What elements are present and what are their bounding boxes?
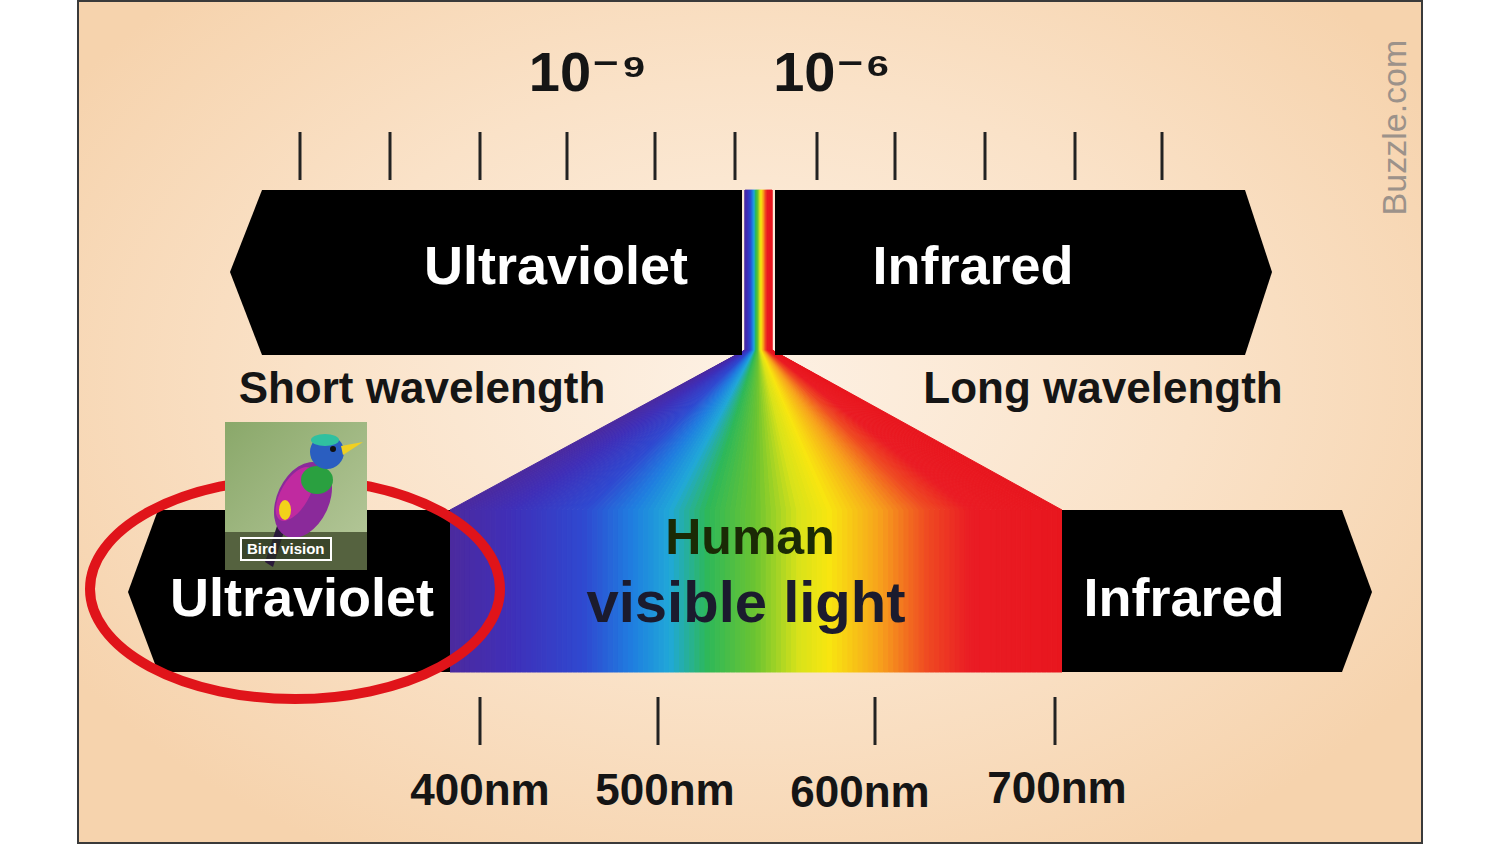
bird-beak — [341, 442, 363, 455]
wavelength-note: Short wavelength — [239, 363, 606, 414]
photo-ground — [225, 422, 367, 570]
band-outline — [230, 190, 742, 355]
nm-label: 600nm — [790, 767, 929, 818]
caption-text: Bird vision — [247, 539, 325, 559]
scale-tick — [894, 132, 897, 180]
scale-tick — [816, 132, 819, 180]
nm-label: 700nm — [987, 763, 1126, 814]
band-segment: Infrared — [775, 190, 1272, 355]
wavelength-note: Long wavelength — [923, 363, 1282, 414]
visible-band: Humanvisible light — [450, 510, 1062, 672]
band-outline — [1062, 510, 1372, 672]
band-segment: Ultraviolet — [230, 190, 742, 355]
scale-tick — [657, 697, 660, 745]
scale-tick — [874, 697, 877, 745]
nm-label: 400nm — [410, 765, 549, 816]
photo-strip — [225, 532, 367, 570]
scale-tick — [654, 132, 657, 180]
bird-eye — [330, 446, 336, 452]
band-label: Infrared — [1083, 566, 1284, 628]
scale-exponent: 10⁻⁶ — [773, 40, 891, 104]
band-label: Human — [665, 509, 834, 567]
band-label: Ultraviolet — [170, 566, 434, 628]
band-outline — [775, 190, 1272, 355]
bird-patch — [279, 500, 291, 520]
bird-crown — [311, 434, 339, 446]
band-label: Infrared — [872, 234, 1073, 296]
scale-tick — [1074, 132, 1077, 180]
bird-head — [310, 435, 344, 469]
scale-tick — [389, 132, 392, 180]
band-label: visible light — [586, 569, 905, 636]
scale-exponent: 10⁻⁹ — [529, 40, 647, 104]
scale-tick — [566, 132, 569, 180]
scale-tick — [479, 697, 482, 745]
scale-tick — [734, 132, 737, 180]
scale-tick — [984, 132, 987, 180]
band-label: Ultraviolet — [424, 234, 688, 296]
bird-breast — [301, 466, 333, 494]
scale-tick — [1054, 697, 1057, 745]
watermark: Buzzle.com — [1375, 40, 1414, 216]
band-segment: Infrared — [1062, 510, 1372, 672]
scale-tick — [479, 132, 482, 180]
scale-tick — [1161, 132, 1164, 180]
scale-tick — [299, 132, 302, 180]
photo-caption-box: Bird vision — [240, 537, 332, 561]
nm-label: 500nm — [595, 765, 734, 816]
